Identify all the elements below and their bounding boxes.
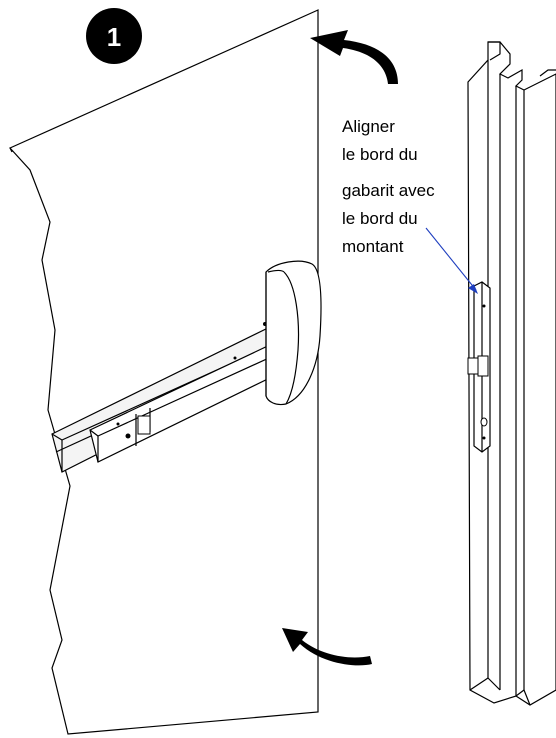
- exit-device: [51, 260, 322, 473]
- curved-arrow-icon: [310, 30, 398, 84]
- curved-arrow-icon: [282, 628, 372, 666]
- door-panel: [8, 9, 319, 735]
- door-frame-jamb: [467, 41, 556, 706]
- callout-line-5: montant: [342, 237, 404, 256]
- step-badge: 1: [86, 8, 142, 64]
- callout-line-3: gabarit avec: [342, 181, 435, 200]
- callout-line-4: le bord du: [342, 209, 418, 228]
- callout-text: Aligner le bord du gabarit avec le bord …: [342, 117, 435, 256]
- callout-line-1: Aligner: [342, 117, 395, 136]
- strike-template: [467, 281, 491, 453]
- callout-line-2: le bord du: [342, 145, 418, 164]
- leader-arrow: [425, 227, 478, 294]
- step-number: 1: [107, 22, 121, 52]
